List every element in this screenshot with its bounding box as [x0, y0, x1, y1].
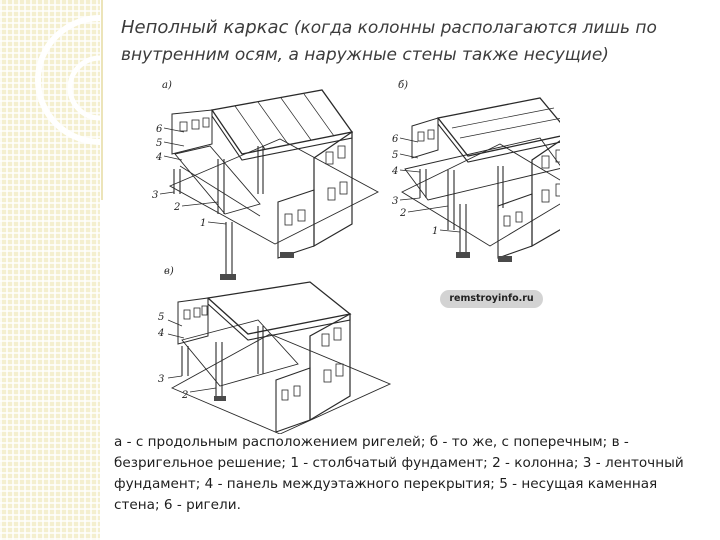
label-b-4: 4	[391, 166, 398, 177]
site-watermark: remstroyinfo.ru	[440, 290, 543, 308]
label-b-6: 6	[392, 134, 399, 145]
label-a-6: 6	[156, 124, 163, 135]
label-a-3: 3	[152, 190, 158, 201]
title-rest: (когда колонны располагаются лишь по вну…	[121, 18, 657, 65]
label-a-1: 1	[200, 218, 206, 229]
label-a-5: 5	[156, 138, 162, 149]
slide-title: Неполный каркас (когда колонны располага…	[121, 14, 701, 69]
diagram-b: б) 6 5 4 3 2	[391, 80, 560, 262]
label-a-2: 2	[173, 202, 180, 213]
label-b-1: 1	[432, 226, 438, 237]
label-b-5: 5	[392, 150, 398, 161]
frame-diagrams: а)	[152, 80, 560, 434]
panel-a-letter: а)	[162, 80, 172, 91]
decorative-swirl	[35, 0, 103, 200]
diagram-a: а)	[152, 80, 379, 280]
label-b-2: 2	[399, 208, 406, 219]
label-a-4: 4	[155, 152, 162, 163]
label-c-4: 4	[157, 328, 164, 339]
diagram-c: в) 5 4 3 2	[157, 266, 392, 434]
label-c-3: 3	[158, 374, 164, 385]
label-c-2: 2	[181, 390, 188, 401]
panel-c-letter: в)	[164, 266, 174, 277]
decorative-side-strip	[0, 0, 100, 540]
title-main: Неполный каркас	[121, 17, 289, 38]
label-c-5: 5	[158, 312, 164, 323]
panel-b-letter: б)	[398, 80, 408, 91]
figure-caption: а - с продольным расположением ригелей; …	[114, 434, 684, 513]
label-b-3: 3	[392, 196, 398, 207]
